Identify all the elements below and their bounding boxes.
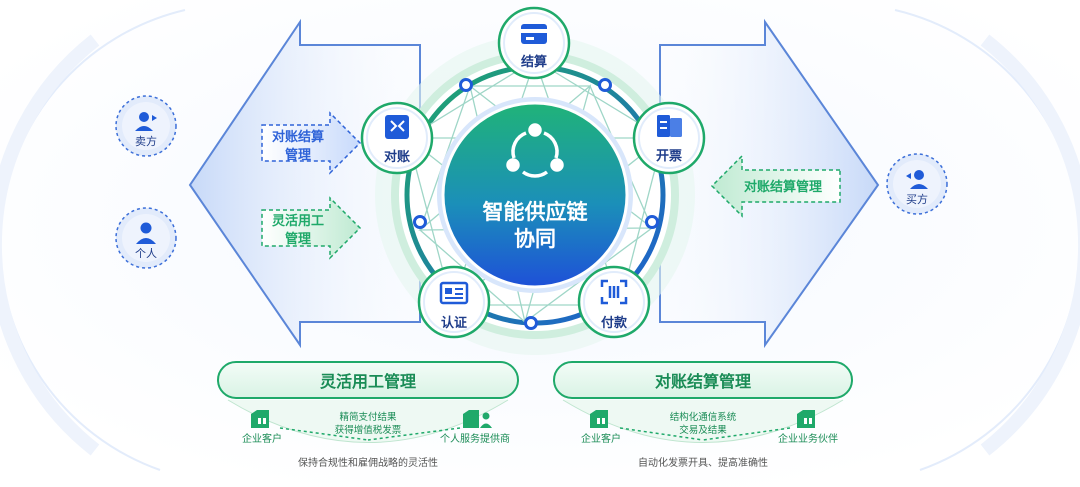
panel-1-footer: 保持合规性和雇佣战略的灵活性 — [298, 456, 438, 469]
panel-2-middle-line1: 结构化通信系统 — [670, 411, 737, 423]
node-verification-label: 认证 — [441, 315, 467, 331]
left-arc-wide — [0, 34, 100, 456]
partner-company-icon — [797, 410, 815, 428]
right-small-arrow — [710, 154, 841, 218]
node-verification[interactable]: 认证 — [417, 265, 491, 339]
company-icon — [590, 410, 608, 428]
left-arrow-1-line1: 对账结算 — [272, 129, 324, 145]
panel-1-left-label: 企业客户 — [242, 432, 282, 445]
panel-2-left-label: 企业客户 — [581, 432, 621, 445]
left-arrow-1-line2: 管理 — [285, 147, 311, 163]
seller-node: 卖方 — [115, 95, 177, 157]
node-payment[interactable]: 付款 — [577, 265, 651, 339]
seller-label: 卖方 — [135, 134, 157, 148]
center-hub: 智能供应链 协同 — [437, 97, 633, 293]
panel-2-title: 对账结算管理 — [655, 372, 751, 391]
person-node: 个人 — [115, 207, 177, 269]
node-invoice-label: 开票 — [656, 148, 682, 164]
right-arrow-label: 对账结算管理 — [744, 179, 822, 195]
buyer-label: 买方 — [906, 192, 928, 206]
buyer-node: 买方 — [886, 153, 948, 215]
seller-icon — [135, 112, 157, 131]
node-settlement[interactable]: 结算 — [497, 6, 571, 80]
reconcile-small-arrow — [261, 111, 362, 175]
panel-flex-employment: 灵活用工管理 企业客户 个人服务提供商 精简支付结果 获得增值税发票 保持合规性… — [217, 361, 519, 469]
panel-1-title: 灵活用工管理 — [320, 372, 416, 391]
person-label: 个人 — [135, 247, 157, 260]
flex-employment-small-arrow — [261, 196, 362, 260]
left-arrow-2-line2: 管理 — [285, 231, 311, 247]
panel-2-middle-line2: 交易及结果 — [679, 424, 727, 436]
reconcile-icon — [385, 115, 409, 139]
node-settlement-label: 结算 — [521, 54, 547, 70]
center-title-line1: 智能供应链 — [483, 200, 589, 224]
scan-pay-icon — [600, 279, 628, 305]
invoice-icon — [657, 115, 682, 137]
node-reconcile[interactable]: 对账 — [360, 101, 434, 175]
share-icon — [506, 123, 564, 178]
left-large-arrow — [188, 18, 421, 349]
panel-2-footer: 自动化发票开具、提高准确性 — [638, 456, 768, 469]
person-icon — [136, 222, 156, 244]
center-title-line2: 协同 — [514, 227, 556, 251]
right-arc-wide — [980, 34, 1080, 456]
left-arrow-2-line1: 灵活用工 — [272, 213, 324, 229]
node-invoice[interactable]: 开票 — [632, 101, 706, 175]
panel-1-right-label: 个人服务提供商 — [440, 432, 510, 445]
panel-1-middle-line2: 获得增值税发票 — [335, 424, 402, 436]
card-icon — [521, 24, 547, 44]
panel-2-right-label: 企业业务伙伴 — [778, 432, 838, 445]
node-reconcile-label: 对账 — [384, 149, 410, 165]
panel-1-middle-line1: 精简支付结果 — [339, 411, 397, 423]
panel-reconcile-settlement: 对账结算管理 企业客户 企业业务伙伴 结构化通信系统 交易及结果 自动化发票开具… — [553, 361, 853, 469]
id-card-icon — [439, 281, 469, 305]
ring-dots — [413, 78, 659, 330]
service-provider-icon — [463, 410, 492, 428]
node-payment-label: 付款 — [601, 315, 628, 331]
company-icon — [251, 410, 269, 428]
buyer-icon — [906, 170, 928, 189]
